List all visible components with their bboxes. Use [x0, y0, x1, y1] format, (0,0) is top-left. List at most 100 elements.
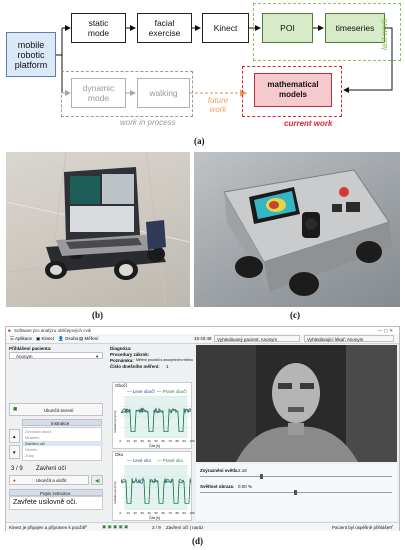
menu-kinect[interactable]: ▣ Kinect: [36, 336, 55, 341]
menu-mereni[interactable]: ▤ Měření: [79, 336, 99, 341]
caption-c: (c): [290, 310, 300, 320]
highlight-slider-handle[interactable]: [260, 474, 263, 479]
region-current-work: [242, 66, 342, 117]
x-tick-label: 90: [182, 439, 186, 443]
list-item[interactable]: Zuby: [25, 453, 34, 458]
photo-b-robot-laptop: [6, 152, 190, 307]
x-tick-label: 60: [161, 511, 165, 515]
photo-c-robot-platform: [194, 152, 400, 307]
image-controls: Zvýraznění světla 2.16 Světlost obrazu 0…: [196, 464, 397, 521]
record-stop-button[interactable]: ● Ukončit a uložit: [9, 475, 89, 485]
speaker-icon: ◀): [95, 478, 100, 483]
highlight-label: Zvýraznění světla: [200, 468, 238, 473]
status-icons[interactable]: ▣ ▣ ▣ ▣ ▣: [102, 524, 129, 529]
node-facial-exercise: facial exercise: [137, 13, 192, 43]
node-poi: POI: [262, 13, 313, 43]
label-current-work: current work: [284, 119, 333, 128]
scroll-up-button[interactable]: ▲: [9, 429, 20, 443]
brightness-value: 0.00 %: [238, 484, 253, 489]
clock: 15:40:48: [194, 336, 212, 341]
list-item[interactable]: Mračení: [25, 435, 40, 440]
list-item[interactable]: Zvednutí obočí: [25, 429, 52, 434]
caption-b: (b): [92, 310, 103, 320]
description-header: Popis instrukce: [9, 489, 103, 496]
node-walking: walking: [137, 78, 190, 108]
chart2-title: Oko: [115, 452, 124, 457]
gui-toolbar: ☰ Aplikace ▣ Kinect 👤 Osoba ▤ Měření 15:…: [6, 334, 399, 344]
x-tick-label: 20: [133, 511, 137, 515]
patient-search-combo[interactable]: Vyhledávaný pacient: Anonym: [214, 335, 300, 342]
x-tick-label: 100: [189, 511, 195, 515]
arrow-timeseries-models: [343, 27, 393, 93]
node-timeseries: timeseries: [325, 13, 385, 43]
x-tick-label: 80: [175, 439, 179, 443]
scroll-down-button[interactable]: ▼: [9, 445, 20, 459]
patient-label: Přihlášení pacienta:: [9, 346, 52, 351]
therapist-search-combo[interactable]: Vyhledávající lékař: Anonym: [304, 335, 394, 342]
status-left: Kinect je připojen a připraven k použití: [9, 525, 86, 530]
x-tick-label: 0: [119, 439, 122, 443]
list-item-selected[interactable]: Zavření očí: [23, 441, 103, 446]
x-tick-label: 50: [154, 511, 158, 515]
sound-button[interactable]: ◀): [91, 475, 103, 485]
caption-a: (a): [194, 136, 205, 146]
chart1-title: Obočí: [115, 383, 128, 388]
brightness-label: Světlost obrazu: [200, 484, 234, 489]
list-item[interactable]: Úsměv: [25, 447, 38, 452]
status-counter: 3 / 9: [152, 525, 161, 530]
camera-view: [196, 345, 397, 462]
chart1-legend-left: — Levé obočí: [127, 389, 155, 394]
left-panel: Přihlášení pacienta: Anonym ▾ ■ Ukončit …: [8, 345, 108, 521]
x-tick-label: 20: [133, 439, 137, 443]
region-work-in-process: [61, 71, 193, 117]
instruction-list: Zvednutí obočí Mračení Zavření očí Úsměv…: [22, 427, 103, 461]
status-bar: Kinect je připojen a připraven k použití…: [6, 522, 399, 531]
region-last-work: [253, 3, 401, 61]
chart2-y-axis: Vzdálenost [mm]: [113, 481, 117, 504]
menu-osoba[interactable]: 👤 Osoba: [58, 336, 79, 341]
chart1-plot: [121, 396, 191, 438]
diagram-arrows: [55, 25, 393, 97]
x-tick-label: 70: [168, 511, 172, 515]
x-tick-label: 0: [119, 511, 122, 515]
chart1-y-axis: Vzdálenost [mm]: [113, 410, 117, 433]
x-tick-label: 90: [182, 511, 186, 515]
app-icon: ■: [8, 328, 11, 333]
brightness-slider-handle[interactable]: [294, 490, 297, 495]
chart2-x-axis: Čas [s]: [149, 516, 160, 520]
highlight-value: 2.16: [238, 468, 247, 473]
status-ok-icon: ✔: [84, 524, 88, 529]
status-right: Pacient byl úspěšně přihlášen: [332, 525, 392, 530]
x-tick-label: 10: [126, 511, 130, 515]
menu-aplikace[interactable]: ☰ Aplikace: [10, 336, 33, 341]
chart1-legend-right: — Pravé obočí: [157, 389, 187, 394]
caption-d: (d): [192, 536, 203, 546]
x-tick-label: 100: [189, 439, 195, 443]
node-dynamic-mode: dynamic mode: [71, 78, 126, 108]
x-tick-label: 70: [168, 439, 172, 443]
patient-select[interactable]: Anonym ▾: [9, 352, 103, 359]
instructions-header: Instrukce: [22, 419, 102, 426]
window-controls[interactable]: — ▢ ✕: [378, 328, 394, 333]
user-icon: ■: [13, 406, 18, 413]
record-icon: ●: [13, 478, 16, 483]
exercise-counter: 3 / 9: [11, 466, 23, 472]
label-work-in-process: work in process: [120, 118, 176, 127]
current-exercise: Zavření očí: [36, 466, 67, 472]
x-tick-label: 50: [154, 439, 158, 443]
end-session-button[interactable]: ■ Ukončit sezení: [9, 403, 103, 416]
status-right-ok-icon: ✔: [390, 524, 394, 529]
node-static-mode: static mode: [71, 13, 126, 43]
x-tick-label: 40: [147, 511, 151, 515]
chart2-legend-right: — Pravé oko: [157, 458, 184, 463]
highlight-slider-track[interactable]: [200, 476, 392, 477]
label-last-work: last work: [380, 18, 389, 50]
robot-platform-drawing: [223, 169, 392, 296]
chevron-up-icon: ▲: [12, 434, 17, 439]
chevron-down-icon: ▾: [96, 354, 99, 359]
chart2-plot: [121, 465, 191, 510]
